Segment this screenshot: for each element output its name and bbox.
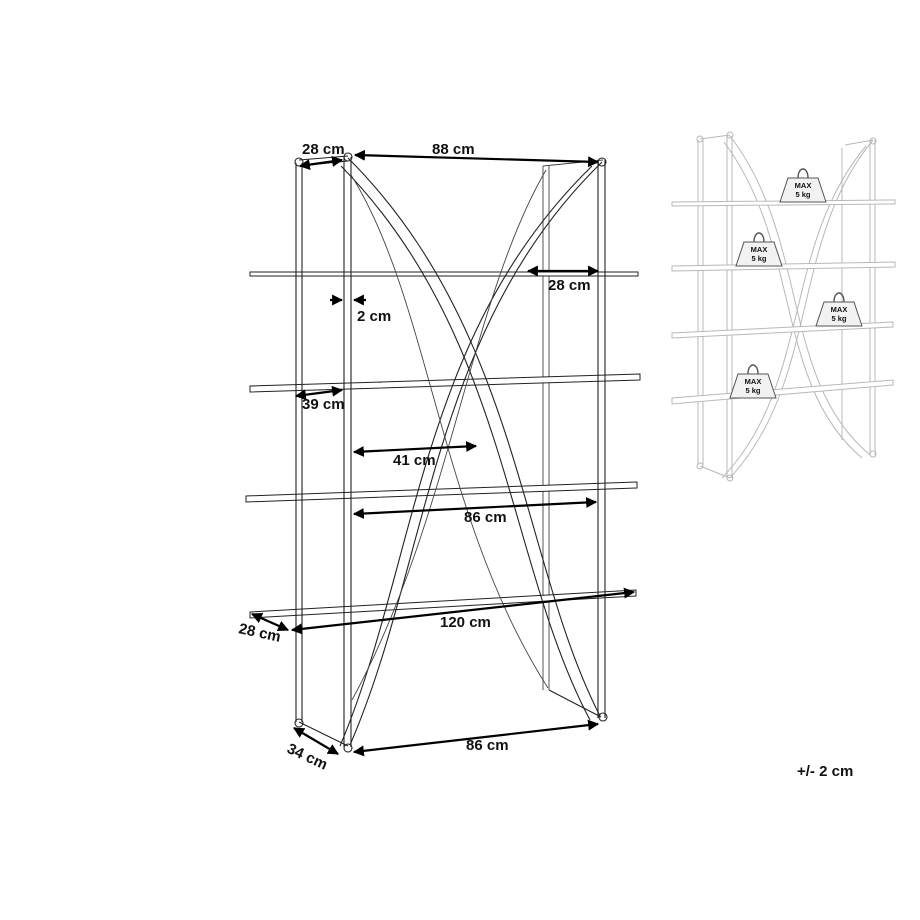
dimension-tube: 2 cm [330, 294, 391, 325]
dimension-base-width: 86 cm [352, 719, 600, 757]
dimension-top-depth: 28 cm [298, 141, 345, 171]
weight-top-max: MAX [795, 181, 812, 190]
weight-top: MAX 5 kg [779, 168, 827, 203]
label-inner-width: 86 cm [464, 509, 507, 526]
label-top-width: 88 cm [432, 141, 475, 158]
label-shelf-length: 120 cm [440, 614, 491, 631]
shelf-2 [249, 373, 641, 393]
weight-bottom-kg: 5 kg [745, 386, 760, 395]
label-shelf-inset: 28 cm [548, 277, 591, 294]
dimension-shelf-length: 120 cm [290, 587, 636, 635]
dimension-shelf-inset: 28 cm [526, 265, 600, 294]
dimension-base-depth: 34 cm [284, 727, 339, 774]
label-tube: 2 cm [357, 308, 391, 325]
dimension-inner-half: 41 cm [352, 440, 478, 469]
weight-top-kg: 5 kg [795, 190, 810, 199]
label-shelf-gap: 39 cm [302, 396, 345, 413]
weight-bottom-max: MAX [745, 377, 762, 386]
weight-bottom: MAX 5 kg [729, 364, 777, 399]
shelf-1 [249, 271, 639, 277]
dimension-shelf-depth: 28 cm [237, 612, 290, 646]
label-base-width: 86 cm [466, 737, 509, 754]
weight-third-kg: 5 kg [831, 314, 846, 323]
tolerance-note: +/- 2 cm [797, 763, 854, 780]
dimension-inner-width: 86 cm [352, 496, 598, 526]
left-posts [294, 152, 353, 753]
back-frame [542, 159, 604, 690]
dimension-top-width: 88 cm [353, 141, 600, 168]
curved-arcs [339, 157, 603, 747]
label-top-depth: 28 cm [302, 141, 345, 158]
dimension-shelf-gap: 39 cm [294, 385, 345, 413]
shelves [245, 271, 641, 619]
weight-second-max: MAX [751, 245, 768, 254]
weight-second-kg: 5 kg [751, 254, 766, 263]
load-capacity-diagram: MAX 5 kg MAX 5 kg MAX 5 kg MAX 5 kg [671, 131, 896, 482]
weight-third: MAX 5 kg [815, 292, 863, 327]
weight-second: MAX 5 kg [735, 232, 783, 267]
label-inner-half: 41 cm [393, 452, 436, 469]
right-posts [548, 157, 608, 722]
main-shelf-drawing: 28 cm 88 cm 28 cm 2 cm 39 cm 41 cm 86 cm [237, 141, 641, 774]
shelf-3 [245, 481, 638, 503]
weight-third-max: MAX [831, 305, 848, 314]
